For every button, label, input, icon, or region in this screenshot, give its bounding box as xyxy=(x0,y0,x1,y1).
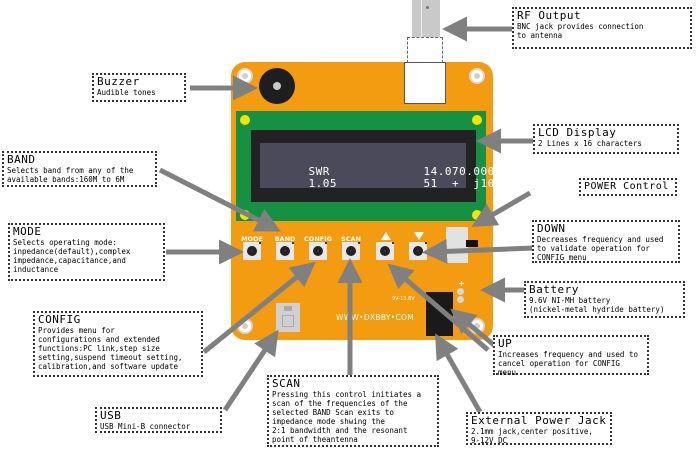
bnc-connector-body xyxy=(404,62,446,104)
callout-title: SCAN xyxy=(272,377,301,390)
callout-desc: Selects band from any of the available b… xyxy=(7,166,134,184)
callout-title: LCD Display xyxy=(538,126,617,139)
buzzer-component xyxy=(259,68,295,104)
callout-scan: SCAN Pressing this control initiates a s… xyxy=(267,375,439,447)
battery-plus-marking: + xyxy=(458,279,465,288)
callout-desc: 2.1mm jack,center positive, 9-12V DC xyxy=(471,427,593,445)
callout-power-control: POWER Control xyxy=(579,178,677,196)
config-button-label: CONFIG xyxy=(304,235,332,243)
lcd-screen: SWR 14.070.000 1.05 51 + j10 xyxy=(260,143,494,190)
scan-button[interactable] xyxy=(342,242,360,260)
up-triangle-icon xyxy=(381,232,391,240)
mounting-hole xyxy=(469,68,485,84)
callout-title: Battery xyxy=(529,283,579,296)
lcd-mount-dot xyxy=(472,115,482,125)
callout-title: USB xyxy=(100,409,122,422)
callout-desc: Selects operating mode: inpedance(defaul… xyxy=(13,238,131,274)
down-triangle-icon xyxy=(414,232,424,240)
callout-desc: 2 Lines x 16 characters xyxy=(538,139,642,148)
bnc-connector-neck xyxy=(407,37,443,63)
board-silkscreen: WWW•DXBBY•COM xyxy=(336,313,414,322)
callout-title: RF Output xyxy=(517,9,582,22)
callout-buzzer: Buzzer Audible tones xyxy=(92,73,186,102)
lcd-line1-left: SWR xyxy=(308,165,330,178)
band-arrow xyxy=(158,167,281,232)
callout-title: External Power Jack xyxy=(471,414,607,427)
lcd-line2-right: 51 + j10 xyxy=(423,177,495,190)
usb-port xyxy=(276,303,300,332)
mode-button-label: MODE xyxy=(241,235,263,243)
config-button[interactable] xyxy=(309,242,327,260)
callout-title: Buzzer xyxy=(97,75,140,88)
callout-desc: Pressing this control initiates a scan o… xyxy=(272,390,422,444)
callout-desc: USB Mini-B connector xyxy=(100,422,191,431)
band-button-label: BAND xyxy=(274,235,296,243)
lcd-mount-dot xyxy=(240,115,250,125)
lcd-line2-left: 1.05 xyxy=(308,177,337,190)
mode-button[interactable] xyxy=(243,242,261,260)
callout-desc: Audible tones xyxy=(97,88,156,97)
callout-desc: Increases frequency and used to cancel o… xyxy=(498,350,638,377)
callout-usb: USB USB Mini-B connector xyxy=(95,407,222,433)
lcd-line1-right: 14.070.000 xyxy=(423,165,495,178)
callout-mode: MODE Selects operating mode: inpedance(d… xyxy=(8,223,165,281)
callout-title: CONFIG xyxy=(38,313,81,326)
band-button[interactable] xyxy=(276,242,294,260)
callout-title: DOWN xyxy=(537,222,566,235)
callout-title: BAND xyxy=(7,153,36,166)
callout-lcd-display: LCD Display 2 Lines x 16 characters xyxy=(533,124,679,154)
callout-desc: BNC jack provides connection to antenna xyxy=(517,22,644,40)
callout-rf-output: RF Output BNC jack provides connection t… xyxy=(512,7,692,49)
up-button[interactable] xyxy=(376,242,394,260)
callout-title: UP xyxy=(498,337,513,350)
up-arrow xyxy=(387,263,490,352)
version-silkscreen: 9V-13.8V xyxy=(392,296,415,302)
callout-up: UP Increases frequency and used to cance… xyxy=(493,335,649,377)
callout-band: BAND Selects band from any of the availa… xyxy=(2,151,157,187)
battery-pad xyxy=(457,296,464,303)
battery-pad xyxy=(457,288,464,295)
callout-external-power: External Power Jack 2.1mm jack,center po… xyxy=(466,412,612,445)
down-arrow xyxy=(422,238,535,264)
config-arrow xyxy=(202,261,316,354)
bnc-connector-tip xyxy=(412,0,440,37)
callout-title: POWER Control xyxy=(584,181,669,192)
callout-config: CONFIG Provides menu for configurations … xyxy=(33,311,203,377)
callout-desc: Decreases frequency and used to validate… xyxy=(537,235,664,262)
scan-button-label: SCAN xyxy=(341,235,361,243)
external-power-arrow xyxy=(435,333,483,414)
power-switch-knob[interactable] xyxy=(466,240,478,247)
callout-desc: 9.6V NI-MH battery (nickel-metal hydride… xyxy=(529,296,665,314)
usb-arrow xyxy=(222,329,279,412)
power-switch[interactable] xyxy=(446,227,468,263)
callout-battery: Battery 9.6V NI-MH battery (nickel-metal… xyxy=(524,281,685,318)
callout-title: MODE xyxy=(13,225,42,238)
power-arrow xyxy=(471,190,532,228)
callout-down: DOWN Decreases frequency and used to val… xyxy=(532,220,680,263)
callout-desc: Provides menu for configurations and ext… xyxy=(38,326,183,371)
